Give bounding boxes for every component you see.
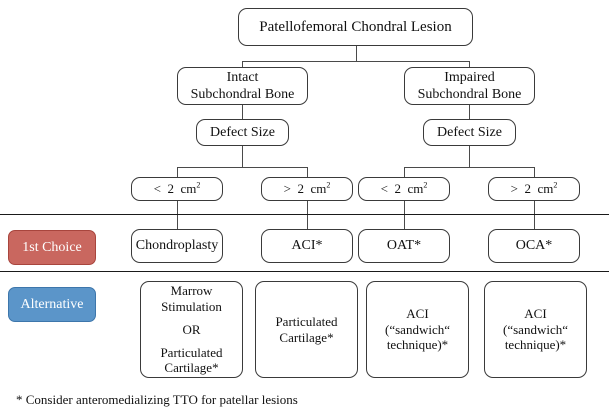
connector-defectsize-left-stem	[242, 146, 243, 167]
node-size-gt2-intact-unit: cm	[310, 181, 327, 197]
node-size-gt2-intact-value: 2	[297, 181, 304, 197]
row-badge-first-choice: 1st Choice	[8, 230, 96, 265]
section-rule-alternative	[0, 271, 609, 272]
section-rule-first-choice	[0, 214, 609, 215]
node-impaired-subchondral-bone: Impaired Subchondral Bone	[404, 67, 535, 105]
node-size-lt2-intact: < 2 cm2	[131, 177, 223, 201]
node-defect-size-right: Defect Size	[423, 119, 516, 146]
node-size-gt2-intact-op: >	[283, 181, 291, 197]
node-intact-line2: Subchondral Bone	[190, 87, 295, 102]
option-aci-label: ACI*	[291, 238, 323, 254]
connector-root-to-impaired	[469, 61, 470, 67]
node-size-lt2-intact-unit: cm	[180, 181, 197, 197]
node-intact-line1: Intact	[226, 69, 259, 85]
node-size-lt2-impaired-unit: cm	[407, 181, 424, 197]
option-alt1-line2: Stimulation	[161, 298, 222, 314]
node-size-gt2-impaired: > 2 cm2	[488, 177, 580, 201]
row-badge-alternative-label: Alternative	[20, 296, 84, 312]
connector-defectsize-left-split	[177, 167, 307, 168]
node-size-gt2-impaired-value: 2	[524, 181, 531, 197]
connector-defectsize-right-stem	[469, 146, 470, 167]
node-size-lt2-intact-exponent: 2	[196, 180, 201, 190]
option-oca-label: OCA*	[515, 238, 553, 254]
node-intact-subchondral-bone: Intact Subchondral Bone	[177, 67, 308, 105]
node-size-lt2-impaired-exponent: 2	[423, 180, 428, 190]
connector-defectsize-right-to-small	[404, 167, 405, 177]
node-impaired-line2: Subchondral Bone	[417, 87, 522, 102]
node-size-lt2-intact-value: 2	[167, 181, 174, 197]
option-alt4-line2: (“sandwich“	[503, 321, 568, 337]
node-size-gt2-intact: > 2 cm2	[261, 177, 353, 201]
connector-root-split	[242, 61, 469, 62]
connector-root-to-intact	[242, 61, 243, 67]
node-impaired-line1: Impaired	[444, 69, 495, 85]
node-size-gt2-impaired-op: >	[510, 181, 518, 197]
node-defect-size-left-label: Defect Size	[210, 124, 275, 140]
footnote-text: * Consider anteromedializing TTO for pat…	[16, 392, 298, 407]
connector-defectsize-right-split	[404, 167, 534, 168]
node-size-lt2-impaired-op: <	[380, 181, 388, 197]
node-root-lesion-label: Patellofemoral Chondral Lesion	[259, 18, 452, 35]
option-alt1-spacer-2	[141, 337, 242, 344]
option-alt1-line5: Cartilage*	[164, 360, 219, 376]
connector-defectsize-left-to-small	[177, 167, 178, 177]
node-root-lesion: Patellofemoral Chondral Lesion	[238, 8, 473, 46]
connector-intact-to-defectsize	[242, 105, 243, 119]
option-chondroplasty-label: Chondroplasty	[135, 238, 219, 254]
connector-impaired-to-defectsize	[469, 105, 470, 119]
node-size-lt2-intact-op: <	[153, 181, 161, 197]
option-alt2-line2: Cartilage*	[279, 329, 334, 345]
option-alt3-line3: technique)*	[386, 337, 449, 353]
option-chondroplasty: Chondroplasty	[131, 229, 223, 263]
connector-defectsize-left-to-large	[307, 167, 308, 177]
connector-defectsize-right-to-large	[534, 167, 535, 177]
connector-lt2intact-to-chondroplasty	[177, 201, 178, 229]
row-badge-alternative: Alternative	[8, 287, 96, 322]
option-alt2-line1: Particulated	[275, 313, 338, 329]
option-alt1-line3: OR	[182, 321, 201, 337]
option-oat-label: OAT*	[386, 238, 422, 254]
connector-gt2intact-to-aci	[307, 201, 308, 229]
option-alt1-line4: Particulated	[160, 344, 223, 360]
option-alt4-line3: technique)*	[504, 337, 567, 353]
option-oat: OAT*	[358, 229, 450, 263]
connector-root-stem	[355, 46, 357, 61]
node-defect-size-left: Defect Size	[196, 119, 289, 146]
option-alt1-line1: Marrow	[170, 282, 213, 298]
connector-lt2impaired-to-oat	[404, 201, 405, 229]
option-alt3-line2: (“sandwich“	[385, 321, 450, 337]
row-badge-first-choice-label: 1st Choice	[22, 239, 82, 255]
option-alt1-spacer-1	[141, 314, 242, 321]
option-aci-sandwich-right: ACI (“sandwich“ technique)*	[484, 281, 587, 378]
node-defect-size-right-label: Defect Size	[437, 124, 502, 140]
option-alt4-line1: ACI	[524, 305, 547, 321]
option-marrow-stimulation-or-particulated-cartilage: Marrow Stimulation OR Particulated Carti…	[140, 281, 243, 378]
node-size-gt2-intact-exponent: 2	[326, 180, 331, 190]
option-aci-sandwich-left: ACI (“sandwich“ technique)*	[366, 281, 469, 378]
node-size-lt2-impaired-value: 2	[394, 181, 401, 197]
node-size-gt2-impaired-exponent: 2	[553, 180, 558, 190]
node-size-lt2-impaired: < 2 cm2	[358, 177, 450, 201]
node-size-gt2-impaired-unit: cm	[537, 181, 554, 197]
option-particulated-cartilage: Particulated Cartilage*	[255, 281, 358, 378]
connector-gt2impaired-to-oca	[534, 201, 535, 229]
option-alt3-line1: ACI	[406, 305, 429, 321]
option-oca: OCA*	[488, 229, 580, 263]
option-aci: ACI*	[261, 229, 353, 263]
